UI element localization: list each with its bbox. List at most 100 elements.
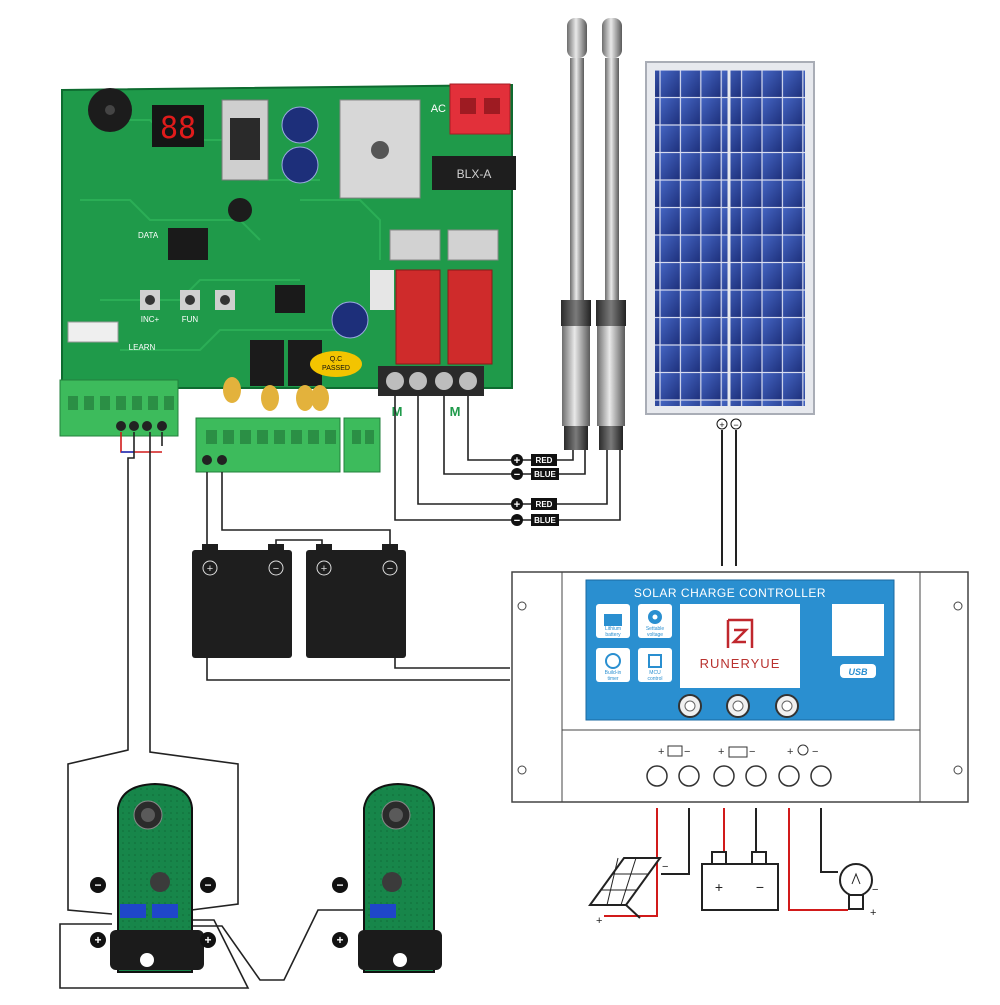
svg-text:Build-in: Build-in [605, 670, 622, 676]
learn-button[interactable] [215, 290, 235, 310]
svg-text:−: − [273, 563, 279, 575]
solar-charge-controller: SOLAR CHARGE CONTROLLER Lithium battery … [511, 571, 969, 803]
svg-text:−: − [756, 879, 764, 895]
battery-terminal-block [195, 417, 341, 473]
lamp-icon: − + [839, 863, 878, 919]
data-label: DATA [138, 231, 159, 240]
motor1-label: MOTOR1 [386, 423, 421, 432]
capacitor [281, 146, 319, 184]
pv-terminal-icon: + − [658, 745, 690, 758]
qc-line1: Q.C [330, 356, 342, 363]
gate-control-board: 88 AC BLX-A DATA INC+ FUN [59, 83, 516, 473]
battery-terminal-icon: + − [718, 746, 755, 758]
svg-text:−: − [94, 878, 101, 892]
ac-label: AC [431, 103, 446, 115]
svg-text:−: − [812, 746, 818, 758]
motor2-blue-label-group: − BLUE [511, 514, 559, 527]
motor2-red-label-group: + RED [511, 498, 557, 511]
svg-text:−: − [733, 420, 738, 430]
svg-text:+: + [94, 933, 101, 947]
sensor-terminal [120, 904, 146, 918]
control-knob-3[interactable] [775, 694, 799, 718]
svg-text:M: M [450, 404, 461, 419]
learn-label: LEARN [129, 343, 156, 352]
capacitor [281, 106, 319, 144]
sensor-wiring [59, 432, 368, 989]
controller-output-wiring [604, 808, 848, 917]
chip-icon [648, 654, 662, 668]
usb-port[interactable]: USB [840, 664, 876, 678]
segment-display [152, 105, 204, 147]
svg-text:−: − [514, 515, 520, 527]
photocell-sensor-transmitter [110, 782, 204, 973]
svg-text:+: + [870, 907, 876, 919]
inc-button[interactable] [140, 290, 160, 310]
svg-text:timer: timer [607, 676, 618, 682]
motor2-label: MOTOR2(DELAY) [424, 423, 489, 432]
motor1-blue-label-group: − BLUE [511, 468, 559, 481]
fun-label: FUN [182, 315, 199, 324]
svg-text:−: − [514, 469, 520, 481]
svg-text:+: + [787, 746, 793, 758]
fun-button[interactable] [180, 290, 200, 310]
usb-label: USB [848, 667, 868, 677]
svg-text:+: + [321, 563, 327, 575]
sensor-terminal [152, 904, 178, 918]
svg-text:−: − [749, 746, 755, 758]
control-knob-2[interactable] [726, 694, 750, 718]
svg-text:M: M [392, 404, 403, 419]
svg-text:MCU: MCU [649, 670, 661, 676]
controller-title: SOLAR CHARGE CONTROLLER [634, 586, 826, 600]
svg-text:+: + [596, 915, 602, 927]
aux-terminal-block [343, 417, 381, 473]
svg-text:+: + [204, 933, 211, 947]
motor1-red-label-group: + RED [511, 454, 557, 467]
relay [250, 340, 284, 386]
battery-small-icon: + − [701, 851, 779, 911]
battery-2: + − [306, 544, 406, 658]
svg-text:+: + [514, 455, 520, 467]
svg-text:+: + [715, 879, 723, 895]
battery-icon [604, 614, 622, 626]
inc-label: INC+ [141, 315, 160, 324]
load-terminal-icon: + − [787, 744, 818, 758]
display-value: 88 [160, 111, 196, 146]
svg-text:−: − [662, 861, 668, 873]
photocell-sensor-receiver [358, 782, 442, 973]
svg-text:+: + [336, 933, 343, 947]
solar-panel [645, 61, 815, 415]
linear-actuator-2 [596, 18, 626, 450]
control-knob-1[interactable] [678, 694, 702, 718]
linear-actuator-1 [561, 18, 591, 450]
motor-relay [395, 269, 441, 365]
svg-text:−: − [872, 884, 878, 896]
blue-wire-label: BLUE [534, 470, 556, 479]
motor2-icon: M [446, 402, 464, 420]
battery-1: + − [192, 544, 292, 658]
red-wire-label: RED [536, 456, 553, 465]
svg-text:−: − [387, 563, 393, 575]
bat-label: BAT [200, 408, 215, 417]
lcd-screen [680, 604, 800, 688]
svg-text:+: + [718, 746, 724, 758]
sensor-polarity-markers: − − + + − + [90, 877, 348, 948]
solar-panel-leads: + − [716, 418, 742, 566]
sensor-terminal-polarity [116, 421, 167, 431]
clock-icon [605, 653, 621, 669]
feature-lithium: Lithium battery [596, 604, 630, 638]
svg-text:−: − [336, 878, 343, 892]
qc-line2: PASSED [322, 365, 350, 372]
motor1-icon: M [388, 402, 406, 420]
solar-panel-small-icon: − + [588, 857, 668, 927]
svg-text:control: control [647, 676, 662, 682]
svg-text:+: + [719, 420, 724, 430]
receiver-module [432, 156, 516, 190]
feature-settable: Settable voltage [638, 604, 672, 638]
blue-wire-label: BLUE [534, 516, 556, 525]
feature-mcu: MCU control [638, 648, 672, 682]
sensor-terminal [370, 904, 396, 918]
module-label: BLX-A [457, 167, 492, 181]
red-wire-label: RED [536, 500, 553, 509]
